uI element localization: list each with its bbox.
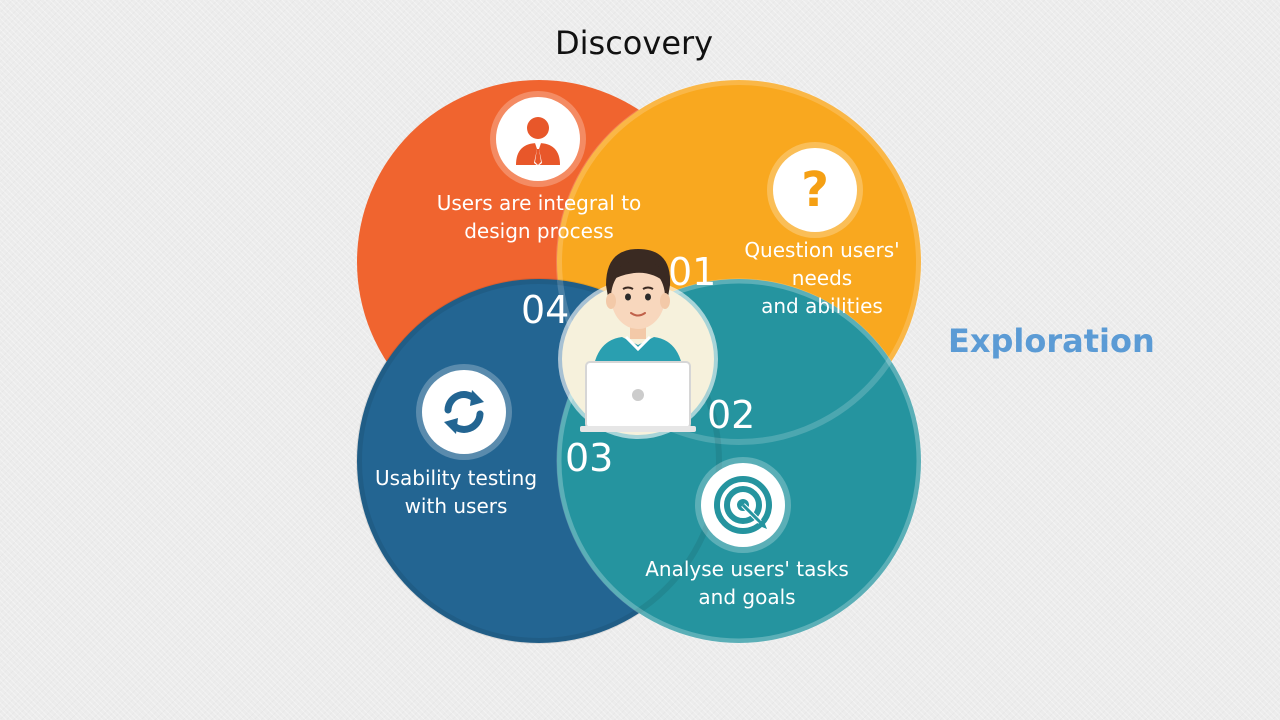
question-mark-icon: ? [773,148,857,232]
target-icon [701,463,785,547]
user-tie-icon [496,97,580,181]
segment-02-label: Question users' needs and abilities [722,236,922,320]
segment-03-line1: Analyse users' tasks [645,557,849,581]
segment-02-line3: and abilities [761,294,883,318]
segment-02-line2: needs [791,266,853,290]
segment-01-label: Users are integral to design process [419,189,659,245]
segment-04-line2: with users [404,494,508,518]
refresh-cycle-icon [422,370,506,454]
segment-04-line1: Usability testing [374,466,538,490]
segment-03-number: 03 [565,436,614,480]
segment-01-number: 01 [668,250,717,294]
discovery-heading: Discovery [555,24,714,62]
person-laptop-icon [580,249,696,432]
segment-03-label: Analyse users' tasks and goals [637,555,857,611]
segment-04-label: Usability testing with users [356,464,556,520]
segment-02-number: 02 [707,393,756,437]
exploration-heading: Exploration [948,322,1155,360]
segment-01-line2: design process [464,219,614,243]
segment-04-number: 04 [521,288,570,332]
segment-01-line1: Users are integral to [436,191,642,215]
segment-02-line1: Question users' [744,238,900,262]
segment-03-line2: and goals [698,585,796,609]
svg-text:?: ? [801,162,829,218]
